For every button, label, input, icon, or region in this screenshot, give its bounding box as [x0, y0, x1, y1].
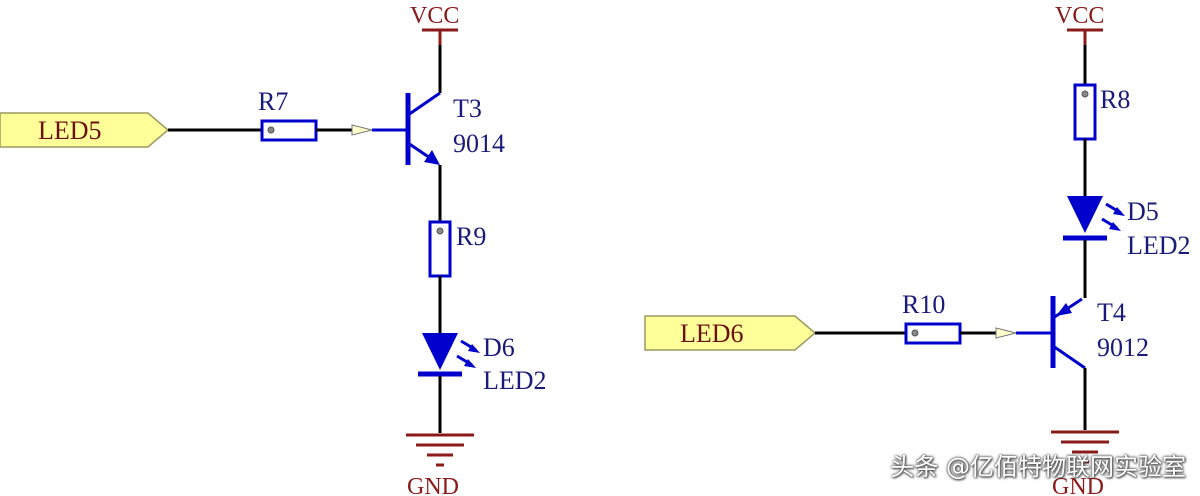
ground-symbol-right: GND	[1051, 430, 1119, 496]
resistor-r9: R9	[428, 220, 486, 333]
resistor-r8: R8	[1073, 83, 1130, 196]
resistor-label-r7: R7	[258, 87, 288, 116]
transistor-ref-t4: T4	[1097, 298, 1126, 327]
transistor-t4: T4 9012	[1050, 296, 1149, 430]
ground-label-right: GND	[1052, 474, 1104, 496]
resistor-r7: R7	[258, 87, 408, 142]
led-ref-d6: D6	[483, 333, 515, 362]
watermark-text: 头条 @亿佰特物联网实验室	[890, 453, 1186, 481]
vcc-label-right: VCC	[1055, 3, 1104, 29]
input-port-led5: LED5	[0, 112, 262, 148]
led-ref-d5: D5	[1127, 197, 1159, 226]
led-part-d6: LED2	[483, 366, 547, 395]
input-port-led6: LED6	[644, 315, 906, 351]
led-d6: D6 LED2	[418, 333, 547, 433]
vcc-symbol-right: VCC	[1055, 3, 1104, 85]
vcc-symbol-left: VCC	[410, 3, 459, 65]
transistor-part-t4: 9012	[1097, 333, 1149, 362]
right-circuit: VCC R8 D5 LED2 T4	[644, 3, 1191, 496]
transistor-part-t3: 9014	[453, 129, 505, 158]
transistor-ref-t3: T3	[453, 94, 482, 123]
led-part-d5: LED2	[1127, 231, 1191, 260]
input-port-label-left: LED5	[38, 116, 102, 145]
ground-symbol-left: GND	[406, 433, 474, 496]
input-port-label-right: LED6	[680, 319, 744, 348]
left-circuit: VCC LED5 R7 T3 9014	[0, 3, 547, 496]
resistor-label-r10: R10	[902, 290, 945, 319]
vcc-label-left: VCC	[410, 3, 459, 29]
transistor-t3: T3 9014	[405, 65, 505, 222]
resistor-label-r9: R9	[456, 222, 486, 251]
ground-label-left: GND	[407, 474, 459, 496]
resistor-label-r8: R8	[1100, 85, 1130, 114]
led-d5: D5 LED2	[1063, 196, 1191, 298]
resistor-r10: R10	[902, 290, 1053, 345]
